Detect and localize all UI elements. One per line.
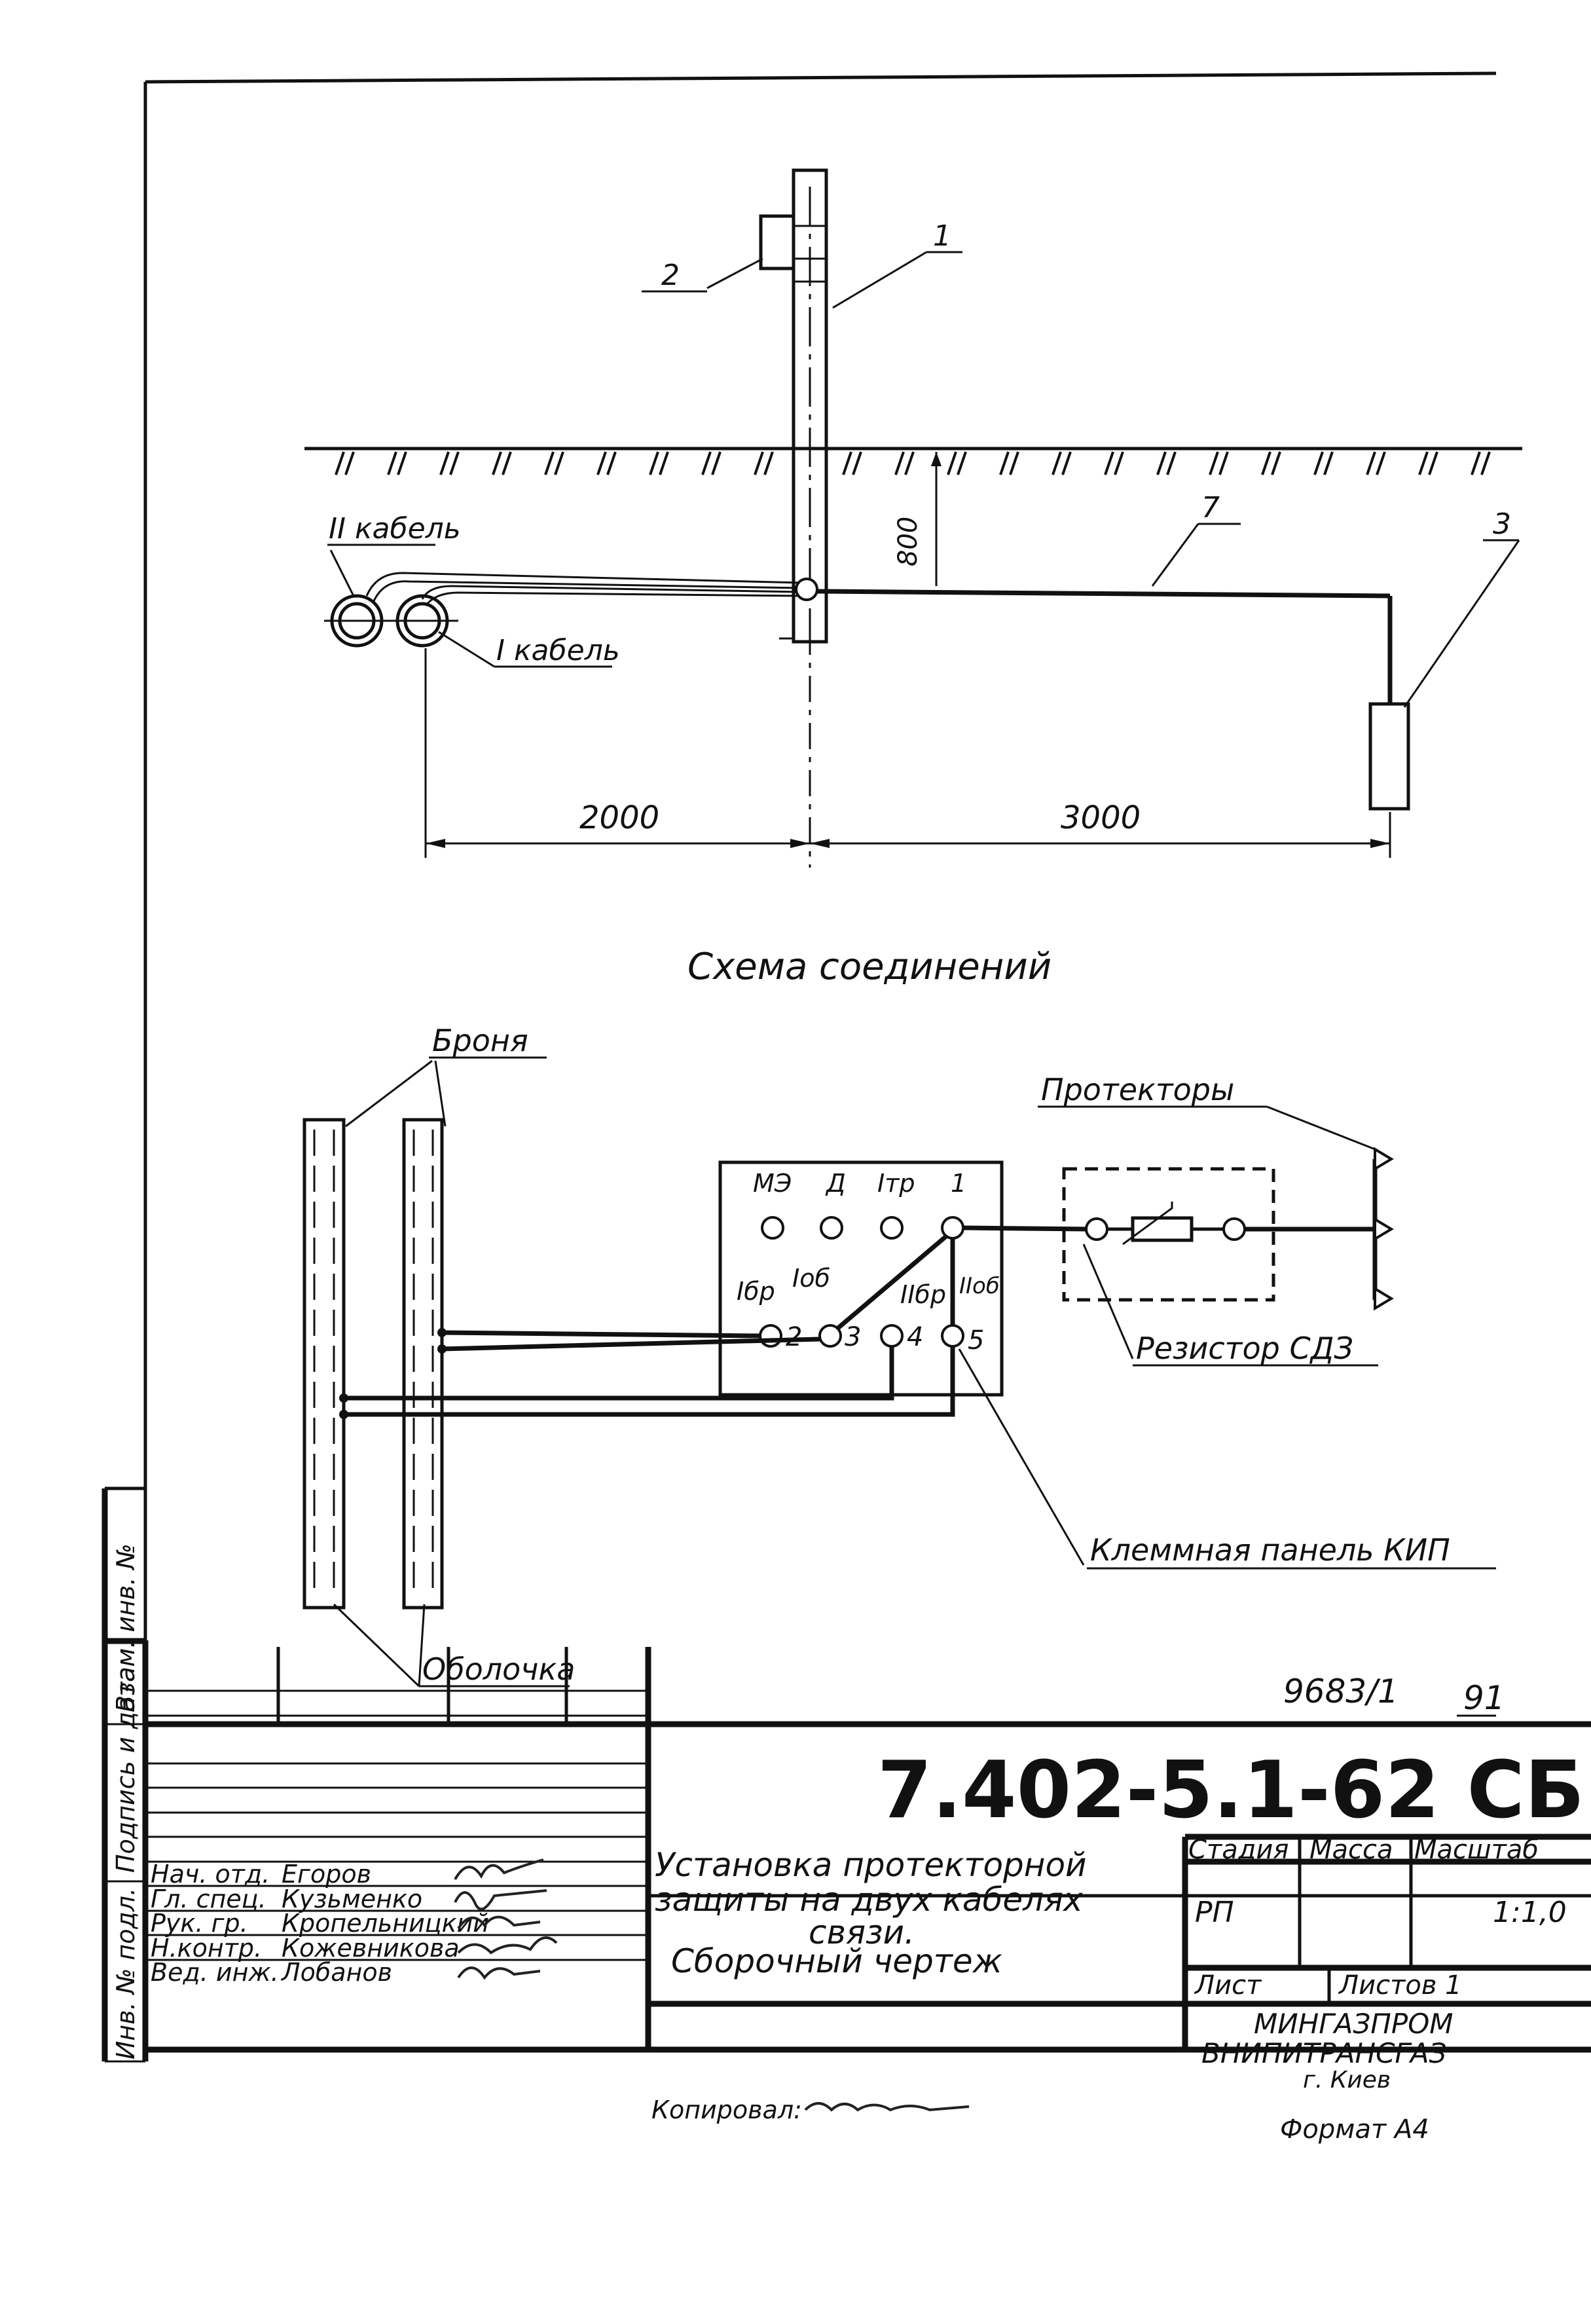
panel-label: Клеммная панель КИП [1090,1532,1450,1568]
sheet-ref: 9683/1 [1283,1672,1399,1710]
signature-4 [457,1936,558,1955]
terminal-5 [941,1324,964,1348]
doc-number: 7.402-5.1-62 СБ [877,1745,1584,1836]
name-3: Кропельницкий [282,1909,489,1938]
terminal-panel [718,1160,1004,1397]
protectors-label: Протекторы [1041,1072,1234,1107]
mass-header: Масса [1309,1835,1393,1865]
term-num-5: 5 [968,1325,984,1356]
role-2: Гл. спец. [151,1885,266,1913]
ground-line [304,447,1522,475]
cable1-label: I кабель [496,634,620,667]
side-label-replace: Взам. инв. № [111,1543,140,1712]
terminal-2 [759,1324,782,1348]
role-3: Рук. гр. [151,1909,248,1938]
stage-header: Стадия [1188,1835,1289,1865]
name-5: Лобанов [280,1958,392,1987]
connection-box [759,214,796,270]
cable-tube-right [402,1118,444,1610]
callout-3: 3 [1493,507,1511,541]
name-4: Кожевникова [282,1934,460,1963]
term-label-iibr: IIбр [900,1280,946,1309]
title-line-1: Установка протекторной [655,1846,1087,1884]
dim-2000: 2000 [579,800,659,836]
scale-header: Масштаб [1414,1835,1539,1865]
protector-3 [1368,702,1410,811]
signature-5 [457,1966,541,1980]
sheets-label: Листов 1 [1338,1970,1462,2001]
protectors [1372,1147,1394,1311]
title-line-2: защиты на двух кабелях [655,1881,1083,1919]
title-line-4: Сборочный чертеж [671,1942,1002,1980]
term-num-3: 3 [845,1322,861,1352]
pole [759,168,828,868]
stage-value: РП [1195,1896,1234,1929]
armor-label: Броня [432,1023,528,1058]
org-line-2: ВНИПИТРАНСГАЗ [1201,2037,1447,2069]
schema-title: Схема соединений [687,946,1052,988]
cable-tube-left [302,1118,346,1610]
terminal-3 [818,1324,842,1348]
term-num-4: 4 [907,1322,923,1352]
terminal-d [820,1216,843,1240]
dim-3000: 3000 [1061,800,1141,836]
name-2: Кузьменко [282,1885,422,1913]
copied-signature [804,2102,970,2112]
sheet-ref-2: 91 [1463,1679,1505,1717]
resistor-symbol [1131,1216,1194,1242]
resistor-label: Резистор СДЗ [1136,1331,1353,1366]
name-1: Егоров [282,1860,371,1889]
term-label-ibr: Iбр [737,1277,775,1306]
role-1: Нач. отд. [151,1860,270,1889]
term-label-d: Д [825,1169,846,1198]
copied-label: Копировал: [651,2095,802,2124]
terminal-1 [941,1216,964,1240]
format-label: Формат А4 [1280,2114,1429,2145]
term-label-itr: Iтр [877,1169,915,1198]
sheath-label: Оболочка [422,1651,575,1687]
role-5: Вед. инж. [151,1958,279,1987]
depth-label: 800 [893,517,923,566]
side-label-sign: Подпись и дата [111,1667,140,1873]
callout-1: 1 [933,219,951,253]
terminal-itr [880,1216,904,1240]
stamp-frame [105,1638,1591,1961]
title-line-3: связи. [809,1913,915,1951]
role-4: Н.контр. [151,1934,262,1963]
scale-value: 1:1,0 [1493,1896,1567,1929]
term-num-2: 2 [786,1322,802,1352]
signature-2 [454,1889,547,1911]
org-line-3: г. Киев [1303,2067,1391,2093]
org-line-1: МИНГАЗПРОМ [1254,2008,1454,2040]
side-label-inv: Инв. № подл. [111,1888,140,2059]
resistor-box [1062,1167,1275,1302]
term-label-me: МЭ [753,1169,792,1198]
terminal-4 [880,1324,904,1348]
term-label-iob: Iоб [792,1264,830,1293]
term-label-1: 1 [951,1169,966,1198]
terminal-me [761,1216,784,1240]
callout-2: 2 [661,259,680,292]
signature-1 [454,1858,544,1881]
sheet-label: Лист [1194,1970,1262,2001]
cable2-label: II кабель [329,512,461,545]
callout-7: 7 [1201,491,1220,525]
term-label-iiob: IIоб [959,1273,1000,1299]
signature-3 [457,1915,541,1930]
